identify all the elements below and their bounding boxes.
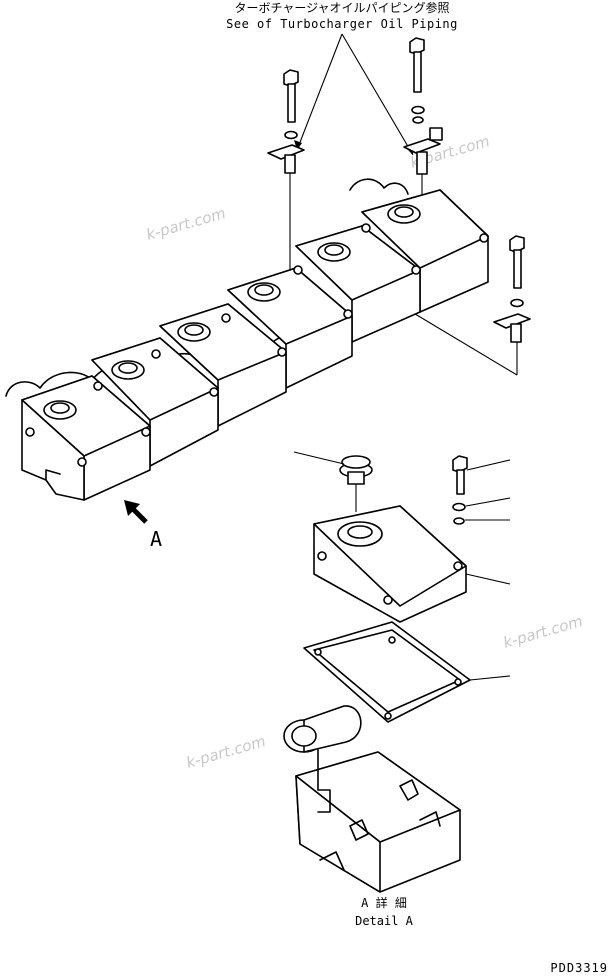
bolt-center bbox=[403, 37, 443, 175]
bolt-left bbox=[267, 69, 305, 174]
callout-japanese: ターボチャージャオイルパイピング参照 bbox=[234, 0, 449, 15]
detail-english: Detail A bbox=[355, 914, 414, 928]
exploded-cover bbox=[313, 505, 511, 623]
detail-japanese: A 詳 細 bbox=[361, 895, 407, 910]
watermark-4: k-part.com bbox=[184, 732, 267, 772]
view-arrow: A bbox=[124, 500, 162, 551]
callout-english: See of Turbocharger Oil Piping bbox=[226, 17, 458, 31]
watermark-3: k-part.com bbox=[501, 612, 584, 652]
valve-cover-assembly bbox=[5, 178, 489, 501]
exploded-bolt bbox=[452, 455, 511, 525]
detail-a-block bbox=[283, 705, 461, 893]
bolt-right bbox=[493, 235, 531, 343]
drawing-number: PDD3319 bbox=[550, 961, 608, 975]
exploded-gasket bbox=[303, 621, 511, 723]
exploded-cap bbox=[293, 451, 373, 512]
view-label: A bbox=[150, 527, 162, 551]
watermark-2: k-part.com bbox=[144, 204, 227, 244]
callout-leaders bbox=[294, 33, 414, 156]
